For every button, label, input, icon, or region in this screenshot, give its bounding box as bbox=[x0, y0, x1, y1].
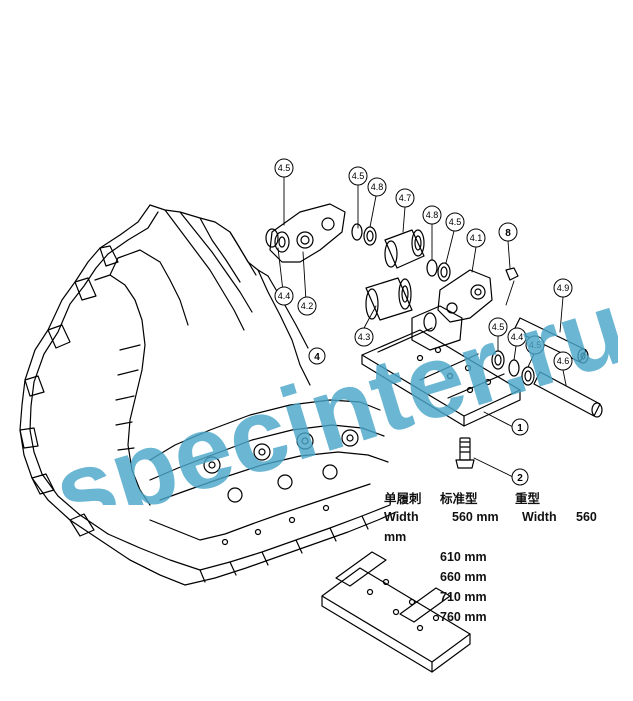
callout-4-3: 4.3 bbox=[354, 327, 374, 347]
svg-text:4.4: 4.4 bbox=[278, 291, 291, 301]
spec-width-value-a: 560 mm bbox=[452, 510, 499, 524]
spec-width-option: 610 mm bbox=[440, 550, 487, 564]
callout-4-5-c: 4.5 bbox=[488, 317, 508, 337]
callout-4-6: 4.6 bbox=[553, 351, 573, 371]
spec-width-label-a: Width bbox=[384, 510, 419, 524]
callout-4-7: 4.7 bbox=[395, 188, 415, 208]
callout-4-5-a: 4.5 bbox=[348, 166, 368, 186]
spec-width-option: 710 mm bbox=[440, 590, 487, 604]
callout-4-4-a: 4.4 bbox=[274, 286, 294, 306]
spec-width-value-b: 560 bbox=[576, 510, 597, 524]
svg-text:8: 8 bbox=[505, 228, 511, 239]
leader-lines bbox=[277, 176, 567, 478]
callouts: 4.5 4.5 4.8 4.7 4.8 4.5 4.1 8 4.4 4.2 4.… bbox=[274, 158, 573, 486]
svg-text:4.5: 4.5 bbox=[278, 163, 291, 173]
callout-4-5-d: 4.5 bbox=[525, 335, 545, 355]
callout-4-8-b: 4.8 bbox=[422, 205, 442, 225]
svg-text:4.9: 4.9 bbox=[557, 283, 570, 293]
svg-text:2: 2 bbox=[517, 473, 523, 484]
callout-2: 2 bbox=[511, 468, 529, 486]
callout-1: 1 bbox=[511, 418, 529, 436]
svg-text:1: 1 bbox=[517, 423, 523, 434]
svg-text:4.6: 4.6 bbox=[557, 356, 570, 366]
callout-8: 8 bbox=[498, 222, 518, 242]
svg-text:4.5: 4.5 bbox=[529, 340, 542, 350]
callout-4-5-b: 4.5 bbox=[445, 212, 465, 232]
callout-4-4-b: 4.4 bbox=[507, 327, 527, 347]
track-assembly-drawing bbox=[19, 204, 397, 586]
spec-width-option: 760 mm bbox=[440, 610, 487, 624]
spec-unit-mm: mm bbox=[384, 530, 407, 544]
svg-text:4.3: 4.3 bbox=[358, 332, 371, 342]
svg-text:4.5: 4.5 bbox=[492, 322, 505, 332]
exploded-parts-drawing bbox=[265, 203, 603, 673]
svg-text:4.8: 4.8 bbox=[371, 182, 384, 192]
spec-type-single-grouser: 单履刺 bbox=[384, 492, 422, 506]
svg-text:4.2: 4.2 bbox=[301, 301, 314, 311]
spec-type-heavy: 重型 bbox=[515, 492, 541, 506]
spec-type-standard: 标准型 bbox=[440, 492, 478, 506]
callout-4-8-a: 4.8 bbox=[367, 177, 387, 197]
svg-text:4.5: 4.5 bbox=[449, 217, 462, 227]
svg-text:4: 4 bbox=[314, 352, 320, 363]
svg-text:4.4: 4.4 bbox=[511, 332, 524, 342]
svg-text:4.7: 4.7 bbox=[399, 193, 412, 203]
callout-4-2: 4.2 bbox=[297, 296, 317, 316]
callout-4-5-top-left: 4.5 bbox=[274, 158, 294, 178]
callout-4-9: 4.9 bbox=[553, 278, 573, 298]
svg-text:4.8: 4.8 bbox=[426, 210, 439, 220]
callout-4-1: 4.1 bbox=[466, 228, 486, 248]
svg-text:4.1: 4.1 bbox=[470, 233, 483, 243]
spec-width-option: 660 mm bbox=[440, 570, 487, 584]
callout-4: 4 bbox=[308, 347, 326, 365]
spec-width-label-b: Width bbox=[522, 510, 557, 524]
svg-text:4.5: 4.5 bbox=[352, 171, 365, 181]
